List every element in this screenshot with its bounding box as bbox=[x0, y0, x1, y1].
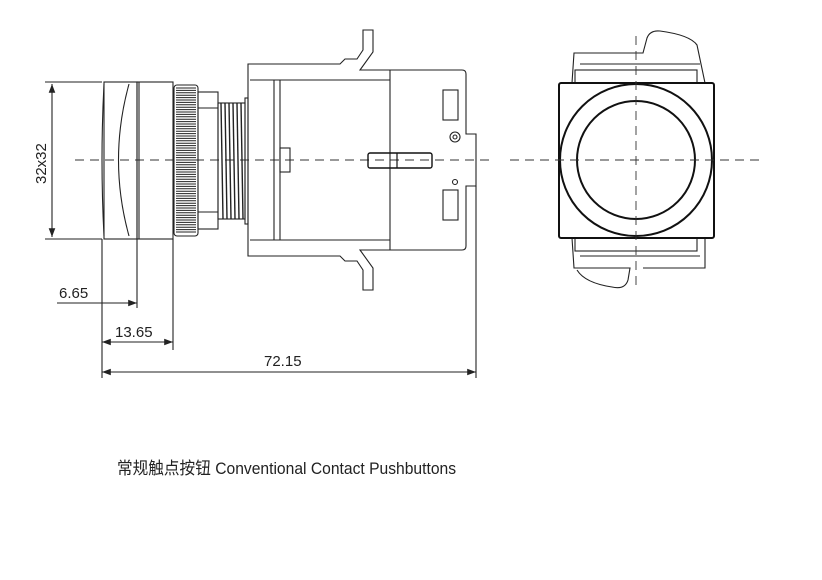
dim-lens-depth: 6.65 bbox=[59, 285, 88, 302]
dimension-lines bbox=[45, 81, 477, 378]
button-square bbox=[558, 82, 715, 239]
dim-face-size: 32x32 bbox=[33, 143, 50, 184]
dim-overall-length: 72.15 bbox=[264, 353, 302, 370]
side-view: 32x32 6.65 13.65 72.15 bbox=[33, 29, 492, 378]
knurled-ring bbox=[173, 84, 199, 237]
caption-chinese: 常规触点按钮 bbox=[117, 459, 211, 478]
bezel bbox=[136, 81, 174, 240]
caption: 常规触点按钮 Conventional Contact Pushbuttons bbox=[117, 454, 456, 479]
dim-bezel-depth: 13.65 bbox=[115, 324, 153, 341]
thread bbox=[217, 102, 246, 220]
front-view bbox=[510, 30, 762, 289]
lens bbox=[103, 81, 138, 240]
contact-block bbox=[247, 29, 477, 291]
collar bbox=[197, 91, 219, 230]
caption-english: Conventional Contact Pushbuttons bbox=[215, 459, 457, 478]
